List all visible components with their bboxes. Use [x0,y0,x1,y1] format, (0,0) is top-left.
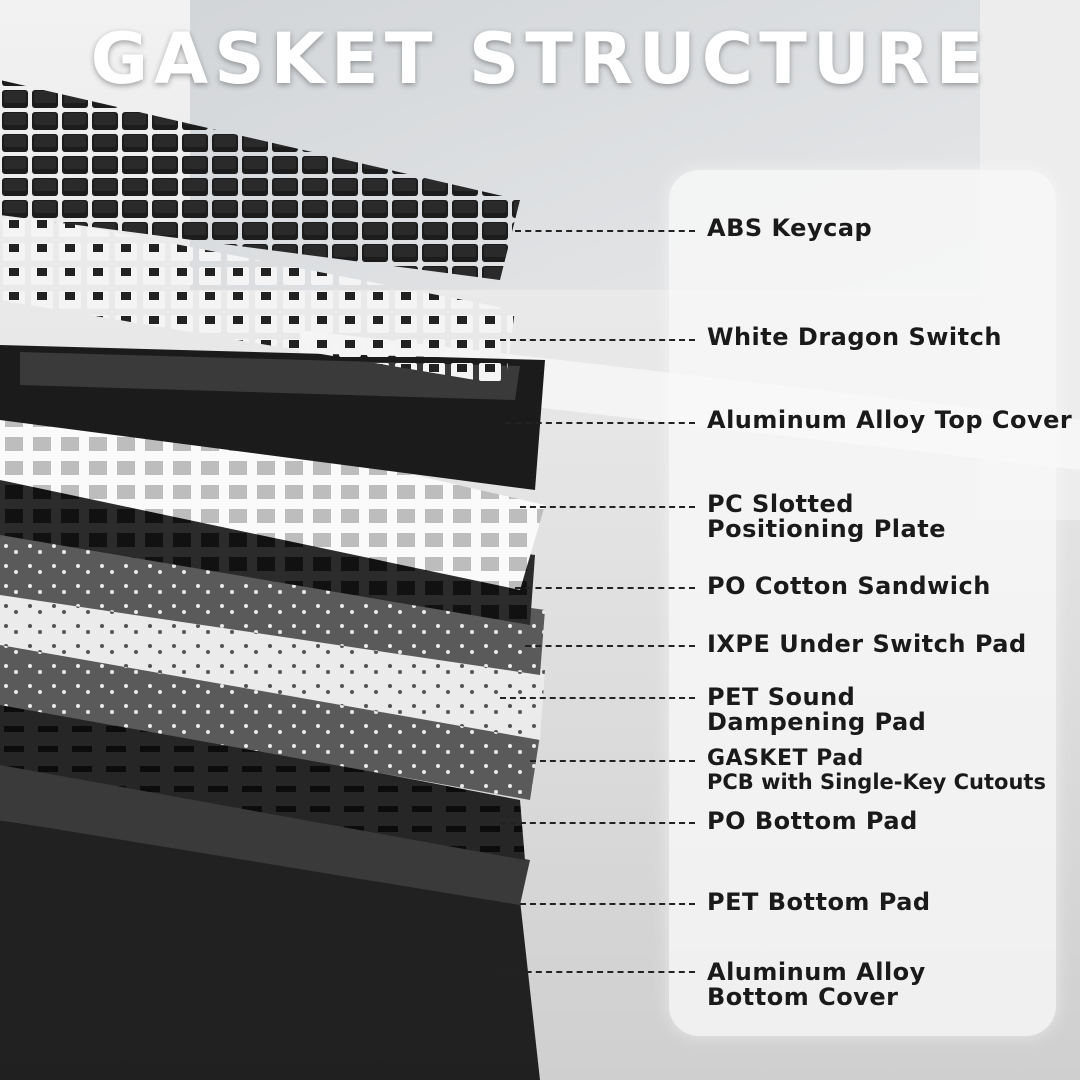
label-line: Aluminum Alloy Top Cover [707,406,1073,434]
label-aluminum-top-cover: Aluminum Alloy Top Cover [707,408,1072,433]
label-subline: PCB with Single-Key Cutouts [707,770,1046,794]
label-line: IXPE Under Switch Pad [707,630,1027,658]
label-line: GASKET Pad [707,746,864,771]
label-white-dragon-switch: White Dragon Switch [707,325,1002,350]
label-line: PET Sound [707,683,856,711]
label-line: PO Cotton Sandwich [707,572,991,600]
leader-line [520,903,695,905]
label-line: Bottom Cover [707,983,899,1011]
label-line: PC Slotted [707,490,854,518]
label-aluminum-bottom-cover: Aluminum Alloy Bottom Cover [707,960,926,1010]
label-line: Positioning Plate [707,515,946,543]
label-po-bottom-pad: PO Bottom Pad [707,809,918,834]
legend-panel [669,170,1056,1036]
label-line: PET Bottom Pad [707,888,931,916]
leader-line [515,230,695,232]
leader-line [515,587,695,589]
leader-line [505,422,695,424]
leader-line [500,339,695,341]
leader-line [500,822,695,824]
label-line: PO Bottom Pad [707,807,918,835]
leader-line [520,506,695,508]
page-title: GASKET STRUCTURE [90,18,990,100]
label-line: ABS Keycap [707,214,873,242]
label-po-cotton-sandwich: PO Cotton Sandwich [707,574,991,599]
leader-line [500,697,695,699]
label-gasket-pad: GASKET Pad PCB with Single-Key Cutouts [707,747,1046,794]
label-pet-bottom-pad: PET Bottom Pad [707,890,931,915]
label-ixpe-under-switch-pad: IXPE Under Switch Pad [707,632,1027,657]
leader-line [495,971,695,973]
leader-line [525,645,695,647]
leader-line [530,760,695,762]
label-line: Aluminum Alloy [707,958,926,986]
label-abs-keycap: ABS Keycap [707,216,872,241]
label-line: Dampening Pad [707,708,927,736]
label-pet-sound-dampening-pad: PET Sound Dampening Pad [707,685,926,735]
label-pc-positioning-plate: PC Slotted Positioning Plate [707,492,946,542]
label-line: White Dragon Switch [707,323,1002,351]
